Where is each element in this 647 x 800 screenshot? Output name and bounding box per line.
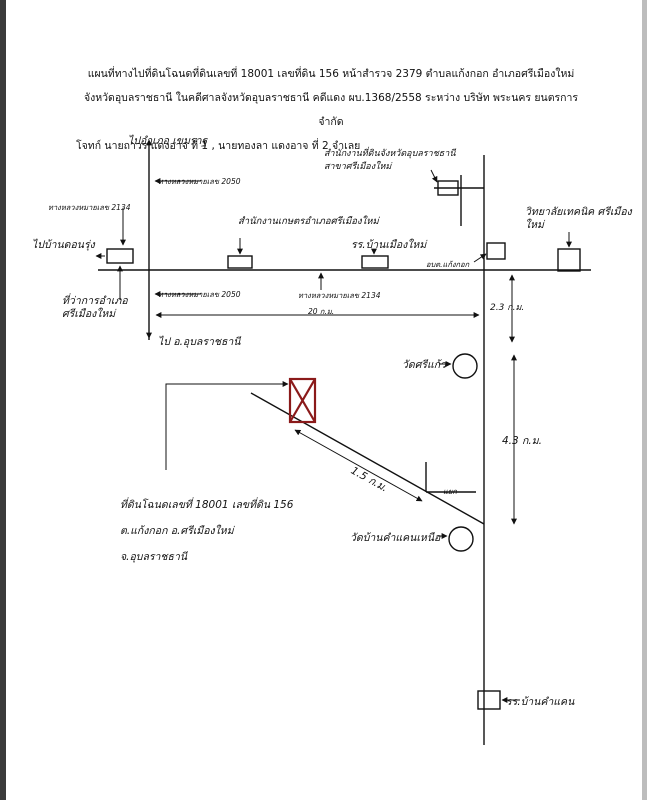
label-dist-20m: 20 ก.ม.	[308, 307, 335, 316]
district-office-box	[106, 248, 134, 264]
label-to-khemarat: ไปอำเภอ เขมราฐ	[128, 135, 208, 147]
document-page: แผนที่ทางไปที่ดินโฉนดที่ดินเลขที่ 18001 …	[6, 0, 642, 800]
label-dist-2-3km: 2.3 ก.ม.	[490, 303, 525, 313]
document-heading: แผนที่ทางไปที่ดินโฉนดที่ดินเลขที่ 18001 …	[76, 62, 586, 158]
land-parcel	[288, 377, 317, 424]
label-college: วิทยาลัยเทคนิค ศรีเมืองใหม่	[525, 206, 632, 231]
sao-box	[486, 242, 506, 260]
label-road-2050-top: ทางหลวงหมายเลข 2050	[158, 177, 241, 186]
label-dist-4-3km: 4.3 ก.ม.	[502, 435, 542, 447]
label-road-2050-bottom: ทางหลวงหมายเลข 2050	[158, 290, 241, 299]
school-box	[361, 255, 389, 269]
heading-line-2: จังหวัดอุบลราชธานี ในคดีศาลจังหวัดอุบลรา…	[83, 92, 579, 128]
label-to-ubon: ไป อ.อุบลราชธานี	[158, 336, 241, 348]
wat-bottom-circle	[448, 526, 474, 552]
farm-office-box	[227, 255, 253, 269]
land-office-box	[437, 180, 459, 196]
college-box	[557, 248, 581, 272]
label-road-2134-left: ทางหลวงหมายเลข 2134	[48, 203, 131, 212]
label-junction-mark: แยก	[443, 487, 457, 496]
wat-top-circle	[452, 353, 478, 379]
land-note-line-3: จ.อุบลราชธานี	[120, 551, 188, 563]
label-school-near-junction: รร.บ้านเมืองใหม่	[351, 239, 427, 251]
label-district-office: ที่ว่าการอำเภอ ศรีเมืองใหม่	[62, 295, 128, 320]
land-note: ที่ดินโฉนดเลขที่ 18001 เลขที่ดิน 156 ต.แ…	[120, 492, 293, 570]
left-page-edge	[0, 0, 6, 800]
label-wat-top: วัดศรีแก้ว	[402, 359, 447, 371]
label-road-2134-bottom: ทางหลวงหมายเลข 2134	[298, 291, 381, 300]
label-sao-kaengkok: อบต.แก้งกอก	[426, 260, 470, 269]
label-land-office-branch: สำนักงานที่ดินจังหวัดอุบลราชธานี สาขาศรี…	[324, 149, 456, 172]
heading-line-1: แผนที่ทางไปที่ดินโฉนดที่ดินเลขที่ 18001 …	[87, 68, 575, 80]
bottom-school-box	[477, 690, 501, 710]
label-wat-bottom: วัดบ้านคำแคนเหนือ	[350, 532, 441, 544]
map-drawing	[95, 139, 591, 745]
right-page-edge	[642, 0, 647, 800]
land-note-line-1: ที่ดินโฉนดเลขที่ 18001 เลขที่ดิน 156	[120, 499, 294, 511]
label-to-ban-donrung: ไปบ้านดอนรุ่ง	[32, 239, 95, 251]
label-school-bottom: รร.บ้านคำแคน	[506, 696, 575, 708]
label-district-farm-office: สำนักงานเกษตรอำเภอศรีเมืองใหม่	[238, 216, 379, 227]
land-note-line-2: ต.แก้งกอก อ.ศรีเมืองใหม่	[120, 525, 234, 537]
